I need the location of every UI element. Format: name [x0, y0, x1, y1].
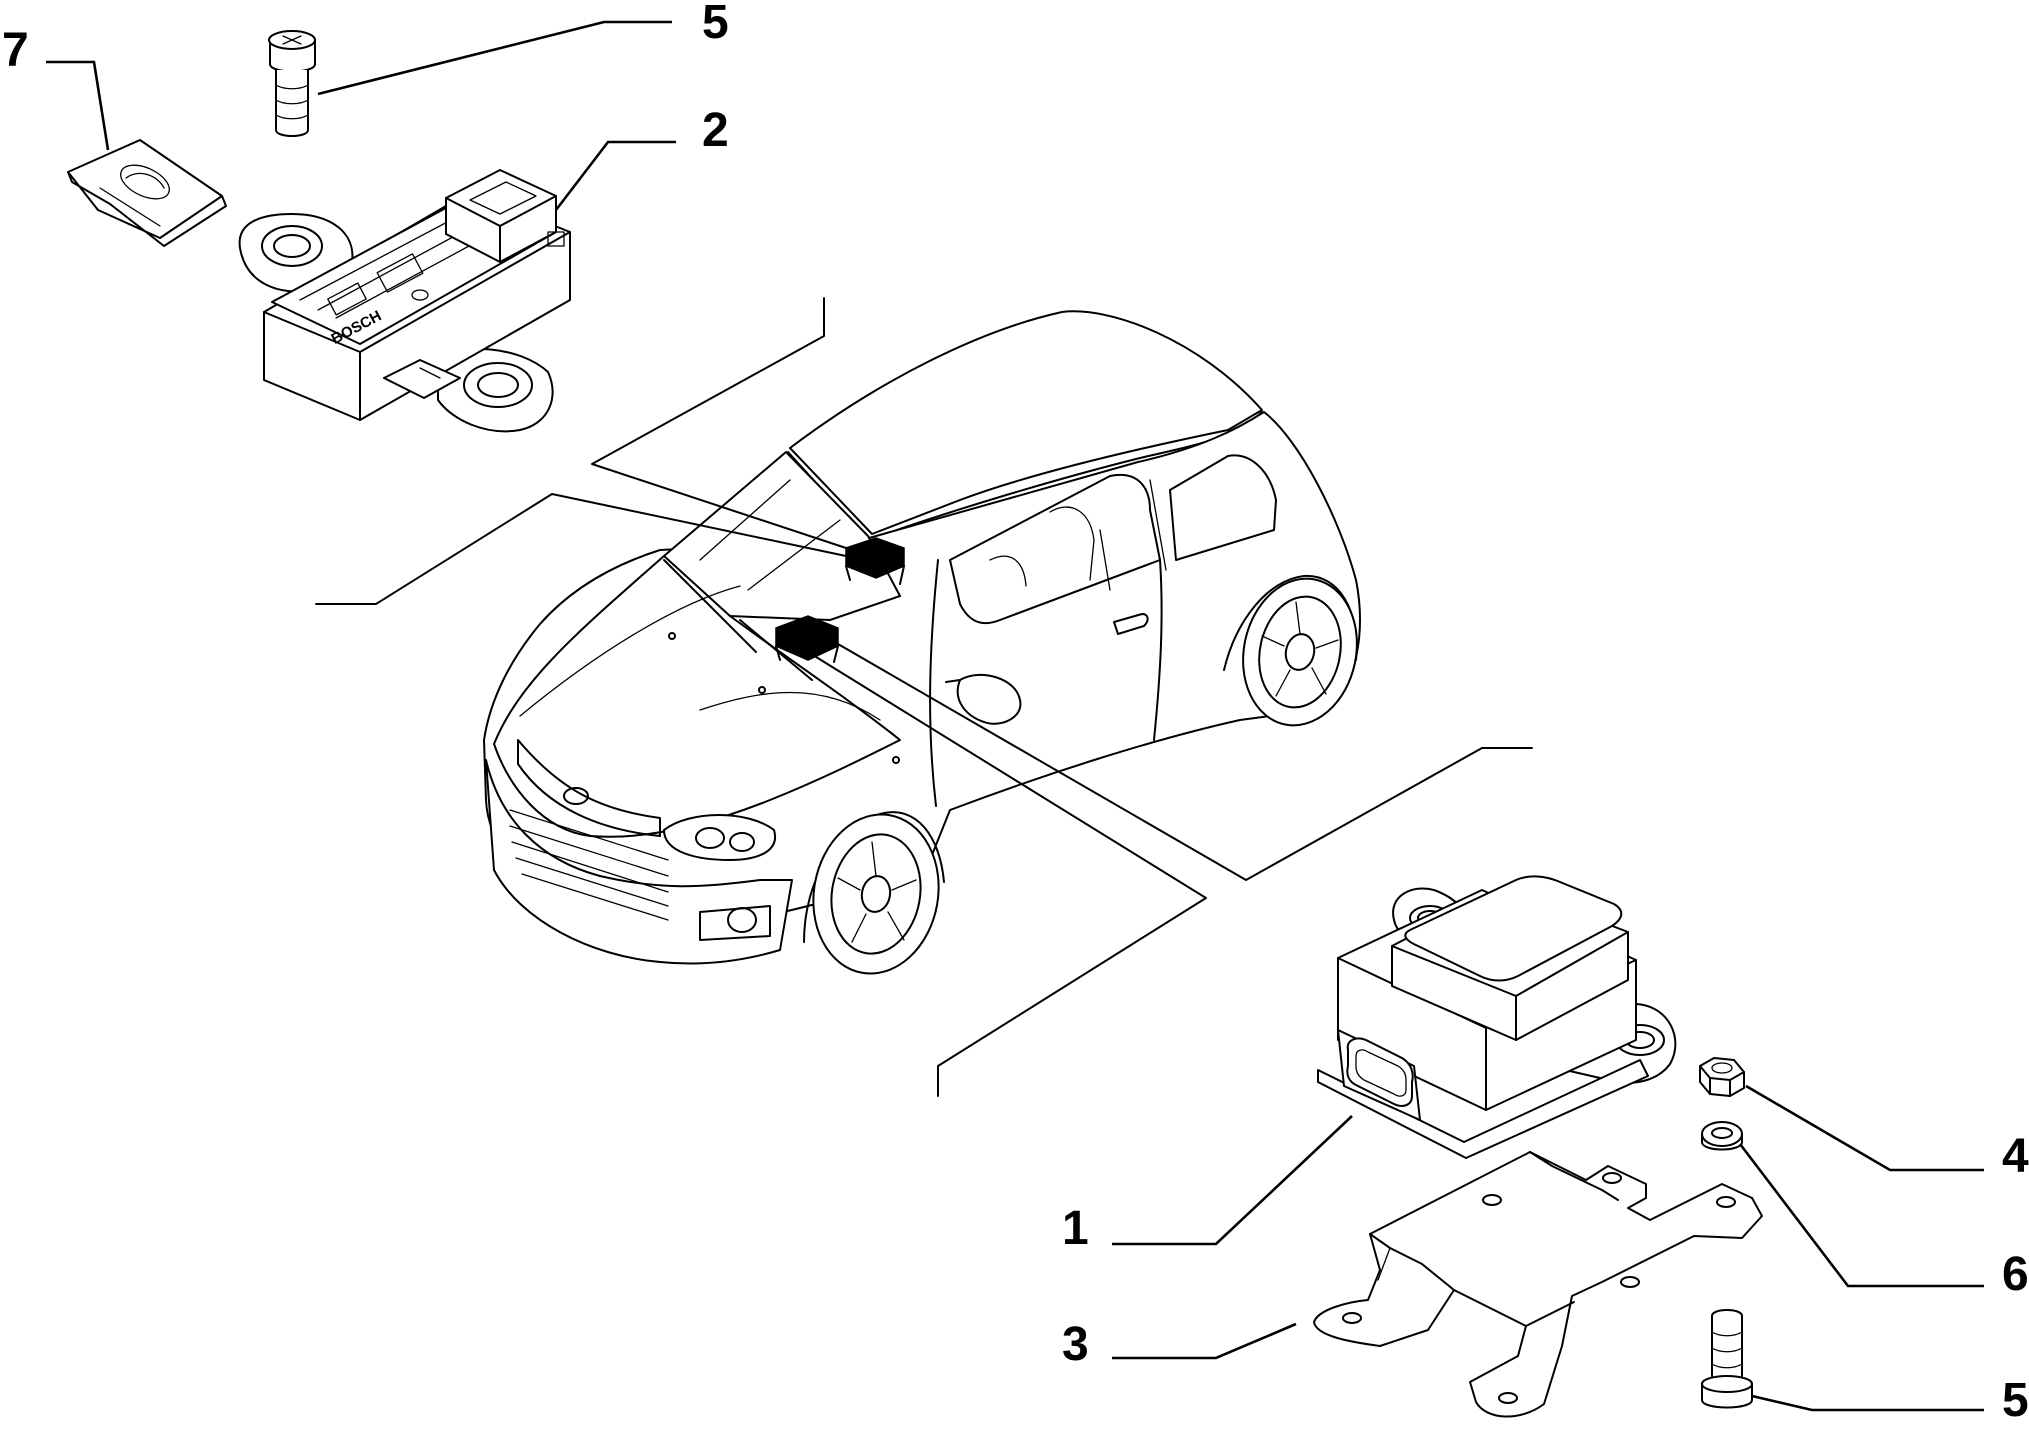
callout-7: 7 [2, 24, 29, 77]
location-leaders [315, 297, 1533, 1097]
callout-3: 3 [1062, 1318, 1089, 1371]
callout-2: 2 [702, 104, 729, 157]
part-7-clip [67, 139, 227, 247]
callout-4: 4 [2002, 1130, 2029, 1183]
part-6-washer [1701, 1121, 1743, 1151]
callout-leaders [46, 20, 1984, 1412]
part-1-control-unit [1317, 875, 1677, 1159]
callout-5-bottom: 5 [2002, 1374, 2029, 1427]
part-5-screw-bottom [1701, 1309, 1753, 1409]
callout-1: 1 [1062, 1202, 1089, 1255]
part-3-bracket [1313, 1151, 1763, 1418]
part-5-screw-top [268, 30, 316, 137]
callout-5-top: 5 [702, 0, 729, 49]
part-4-nut [1699, 1057, 1745, 1097]
sensor-location-marker-upper [845, 537, 905, 585]
callout-6: 6 [2002, 1248, 2029, 1301]
sensor-location-marker-lower [775, 615, 839, 663]
car-outline [483, 310, 1361, 975]
part-2-bosch-sensor: BOSCH [238, 169, 571, 433]
